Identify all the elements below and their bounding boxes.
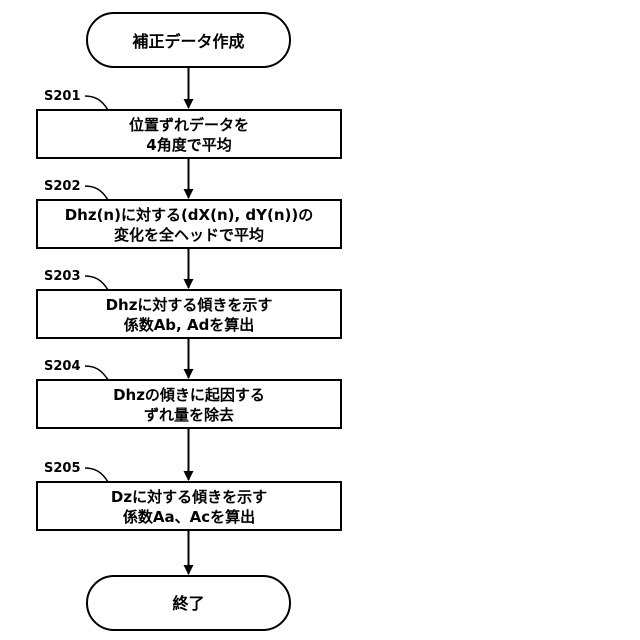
process-text-line: Dhz(n)に対する(dX(n), dY(n))の — [65, 206, 314, 224]
process-text-line: 変化を全ヘッドで平均 — [114, 226, 264, 244]
process-box: Dzに対する傾きを示す 係数Aa、Acを算出 — [37, 482, 341, 530]
svg-text:S204: S204 — [44, 359, 81, 374]
process-text-line: Dhzに対する傾きを示す — [106, 296, 273, 314]
start-terminal: 補正データ作成 — [87, 13, 290, 67]
process-box: Dhz(n)に対する(dX(n), dY(n))の 変化を全ヘッドで平均 — [37, 200, 341, 248]
step-id-label: S205 — [44, 461, 108, 482]
process-text-line: 係数Aa、Acを算出 — [123, 508, 255, 526]
svg-text:S203: S203 — [44, 269, 81, 284]
step-id-label: S202 — [44, 179, 108, 200]
svg-text:S201: S201 — [44, 89, 81, 104]
start-label: 補正データ作成 — [131, 32, 244, 51]
process-text-line: Dhzの傾きに起因する — [113, 386, 265, 404]
svg-text:S205: S205 — [44, 461, 81, 476]
process-text-line: ずれ量を除去 — [144, 406, 234, 424]
process-text-line: 係数Ab, Adを算出 — [124, 316, 255, 334]
process-box: Dhzに対する傾きを示す 係数Ab, Adを算出 — [37, 290, 341, 338]
process-text-line: Dzに対する傾きを示す — [111, 488, 267, 506]
process-text-line: 4角度で平均 — [146, 136, 231, 154]
step-id-label: S203 — [44, 269, 108, 290]
end-terminal: 終了 — [87, 576, 290, 630]
svg-text:S202: S202 — [44, 179, 81, 194]
process-box: 位置ずれデータを 4角度で平均 — [37, 110, 341, 158]
process-box: Dhzの傾きに起因する ずれ量を除去 — [37, 380, 341, 428]
step-id-label: S201 — [44, 89, 108, 110]
process-text-line: 位置ずれデータを — [129, 116, 249, 134]
step-id-label: S204 — [44, 359, 108, 380]
end-label: 終了 — [172, 594, 204, 613]
